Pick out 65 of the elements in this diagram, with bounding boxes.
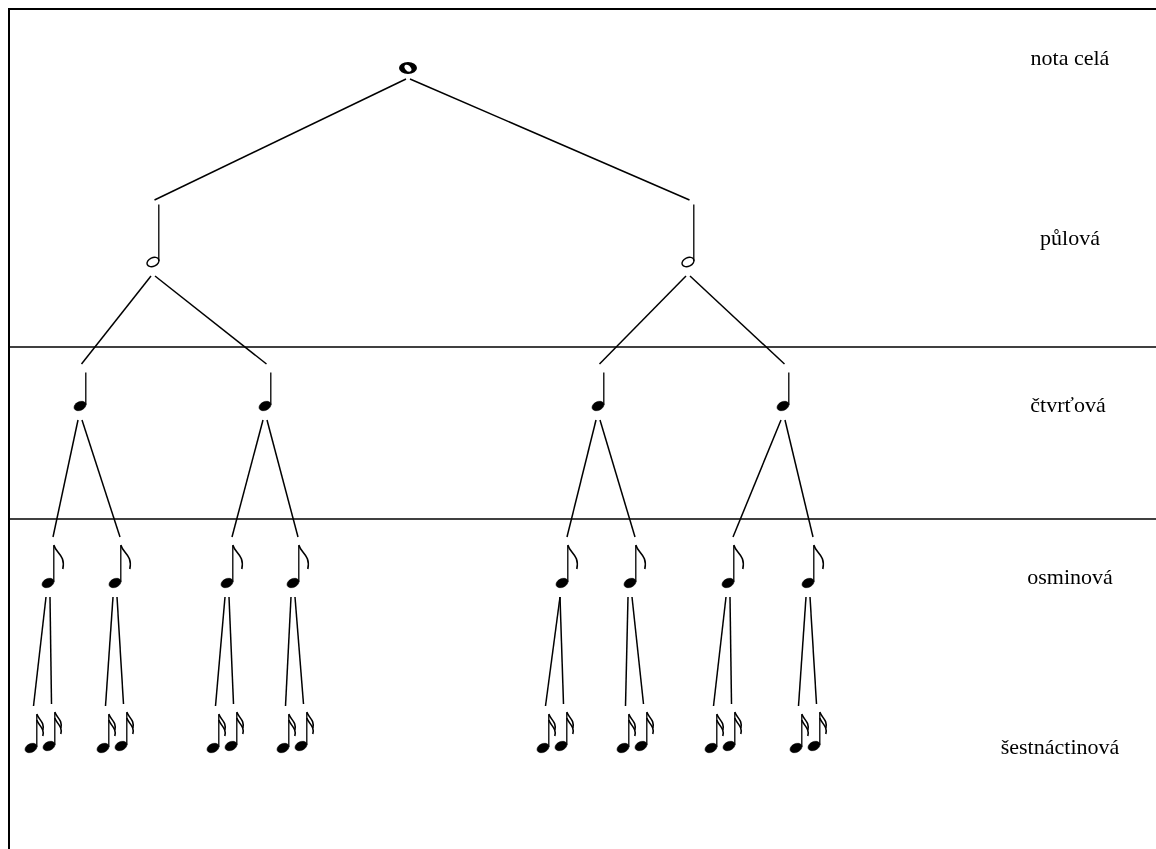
whole-note-icon <box>397 61 419 75</box>
eighth-note-icon <box>721 545 745 589</box>
sixteenth-note-icon <box>42 712 61 752</box>
branch-line <box>598 275 687 365</box>
branch-line <box>712 596 727 707</box>
eighth-note-icon <box>555 545 579 589</box>
branch-line <box>32 596 47 707</box>
sixteenth-note-icon <box>704 714 723 754</box>
note-value-label: osminová <box>1027 564 1113 590</box>
eighth-note-icon <box>801 545 825 589</box>
half-note-icon <box>146 204 163 268</box>
quarter-note-icon <box>591 372 608 412</box>
branch-line <box>566 419 597 538</box>
sixteenth-note-icon <box>294 712 313 752</box>
sixteenth-note-icon <box>722 712 741 752</box>
sixteenth-note-icon <box>24 714 43 754</box>
sixteenth-note-icon <box>96 714 115 754</box>
branch-line <box>689 275 786 365</box>
branch-line <box>153 78 407 201</box>
quarter-note-icon <box>776 372 793 412</box>
branch-line <box>624 596 629 707</box>
branch-line <box>81 419 121 538</box>
branch-line <box>266 419 299 538</box>
eighth-note-icon <box>220 545 244 589</box>
branch-line <box>80 275 152 365</box>
branch-line <box>214 596 226 707</box>
branch-line <box>52 419 79 538</box>
branch-line <box>809 596 818 705</box>
branch-line <box>732 419 782 538</box>
eighth-note-icon <box>623 545 647 589</box>
note-value-label: nota celá <box>1030 45 1110 71</box>
branch-line <box>294 596 305 705</box>
branch-line <box>409 78 691 201</box>
sixteenth-note-icon <box>276 714 295 754</box>
note-value-label: půlová <box>1040 225 1100 251</box>
eighth-note-icon <box>108 545 132 589</box>
sixteenth-note-icon <box>634 712 653 752</box>
sixteenth-note-icon <box>616 714 635 754</box>
note-value-label: čtvrťová <box>1030 392 1106 418</box>
quarter-note-icon <box>73 372 90 412</box>
sixteenth-note-icon <box>789 714 808 754</box>
branch-line <box>631 596 645 705</box>
branch-line <box>228 596 235 705</box>
note-value-label: šestnáctinová <box>1000 734 1120 760</box>
eighth-note-icon <box>286 545 310 589</box>
sixteenth-note-icon <box>206 714 225 754</box>
branch-line <box>784 419 814 538</box>
branch-line <box>797 596 807 707</box>
sixteenth-note-icon <box>224 712 243 752</box>
branch-line <box>154 275 268 365</box>
sixteenth-note-icon <box>536 714 555 754</box>
branch-line <box>559 596 565 705</box>
sixteenth-note-icon <box>807 712 826 752</box>
sixteenth-note-icon <box>114 712 133 752</box>
branch-line <box>231 419 264 538</box>
eighth-note-icon <box>41 545 65 589</box>
branch-line <box>284 596 292 707</box>
branch-line <box>599 419 636 538</box>
branch-line <box>104 596 114 707</box>
branch-line <box>116 596 125 705</box>
branch-line <box>729 596 733 705</box>
quarter-note-icon <box>258 372 275 412</box>
half-note-icon <box>681 204 698 268</box>
sixteenth-note-icon <box>554 712 573 752</box>
branch-line <box>49 596 53 705</box>
